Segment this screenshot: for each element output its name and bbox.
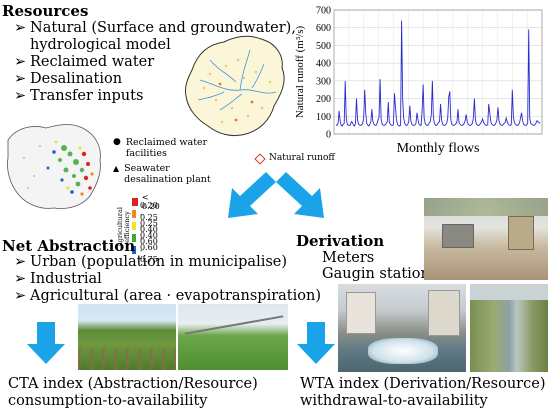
natural-runoff-series-line: [335, 20, 541, 127]
y-axis-ticks: 0 100 200 300 400 500 600 700: [316, 6, 331, 141]
y-tick-label: 700: [316, 6, 331, 17]
legend-label: < 0.20: [141, 193, 160, 211]
y-tick-label: 0: [326, 130, 331, 141]
net-abstraction-list: ➢Urban (population in municipalise) ➢Ind…: [14, 254, 321, 305]
circle-marker-icon: ●: [113, 137, 121, 147]
legend-swatch: [132, 222, 137, 230]
arrowhead-bullet-icon: ➢: [14, 288, 27, 304]
arrowhead-bullet-icon: ➢: [14, 271, 27, 287]
cta-index-description: consumption-to-availability: [8, 393, 208, 409]
y-tick-label: 100: [316, 112, 331, 123]
y-tick-label: 500: [316, 41, 331, 52]
resources-heading: Resources: [2, 2, 89, 20]
derivation-heading: Derivation: [296, 232, 385, 250]
legend-swatch: [132, 246, 137, 254]
efficiency-legend-item: 0.20 - 0.25: [132, 201, 162, 228]
river-channel-photo: [470, 284, 548, 372]
region-efficiency-map: [7, 124, 101, 209]
vineyard-photo: [78, 304, 176, 370]
legend-swatch: [132, 234, 137, 242]
chart-title: Monthly flows: [397, 141, 480, 156]
down-arrow-icon: [27, 322, 65, 364]
list-item: ➢Transfer inputs: [14, 88, 144, 104]
gauging-stations-label: Gaugin stations: [322, 266, 438, 282]
chart-grid: [334, 9, 542, 135]
legend-swatch: [132, 198, 138, 206]
legend-label: 0.40 - 0.60: [140, 224, 158, 252]
net-abstraction-heading: Net Abstraction: [2, 237, 136, 255]
plot-frame: [333, 9, 543, 135]
efficiency-legend-item: < 0.20: [132, 193, 162, 211]
list-item-continuation: hydrological model: [30, 37, 171, 53]
diamond-marker-icon: [254, 152, 266, 165]
list-item: ➢Natural (Surface and groundwater),: [14, 20, 296, 36]
y-axis-label: Natural runoff (m³/s): [294, 26, 306, 119]
weir-photo: [338, 284, 466, 372]
legend-label: 0.25 - 0.40: [140, 212, 158, 240]
irrigation-pivot-photo: [178, 304, 288, 370]
cta-index-label: CTA index (Abstraction/Resource): [8, 376, 258, 392]
arrowhead-bullet-icon: ➢: [14, 54, 27, 70]
triangle-marker-icon: ▲: [113, 164, 120, 173]
y-tick-label: 300: [316, 76, 331, 87]
list-item: ➢Urban (population in municipalise): [14, 254, 288, 270]
y-tick-label: 400: [316, 59, 331, 70]
basin-river-map: [185, 35, 285, 137]
list-item: ➢Reclaimed water: [14, 54, 155, 70]
wta-index-description: withdrawal-to-availability: [300, 393, 488, 409]
list-item: ➢Desalination: [14, 71, 123, 87]
natural-runoff-legend: Natural runoff: [254, 152, 335, 165]
efficiency-legend-item: 0.25 - 0.40: [132, 213, 162, 240]
arrowhead-bullet-icon: ➢: [14, 20, 27, 36]
efficiency-legend-item: 0.60 - 0.75: [132, 237, 162, 264]
resources-list: ➢Natural (Surface and groundwater), hydr…: [14, 20, 296, 105]
down-arrow-icon: [297, 322, 335, 364]
gauging-station-photo: [424, 198, 548, 280]
y-tick-label: 200: [316, 94, 331, 105]
meters-label: Meters: [322, 250, 375, 266]
legend-swatch: [132, 210, 137, 218]
legend-label: 0.20 - 0.25: [140, 200, 158, 228]
list-item: ➢Industrial: [14, 271, 102, 287]
efficiency-legend-item: 0.40 - 0.60: [132, 225, 162, 252]
monthly-flows-chart: 0 100 200 300 400 500 600 700 Natural runoff (m…: [294, 6, 543, 156]
legend-label: 0.60 - 0.75: [140, 236, 158, 264]
arrowhead-bullet-icon: ➢: [14, 254, 27, 270]
arrowhead-bullet-icon: ➢: [14, 88, 27, 104]
wta-index-label: WTA index (Derivation/Resource): [300, 376, 546, 392]
y-tick-label: 600: [316, 23, 331, 34]
arrowhead-bullet-icon: ➢: [14, 71, 27, 87]
list-item: ➢Agricultural (area · evapotranspiration…: [14, 288, 321, 304]
down-left-arrow-icon: [228, 172, 276, 218]
down-right-arrow-icon: [276, 172, 324, 218]
